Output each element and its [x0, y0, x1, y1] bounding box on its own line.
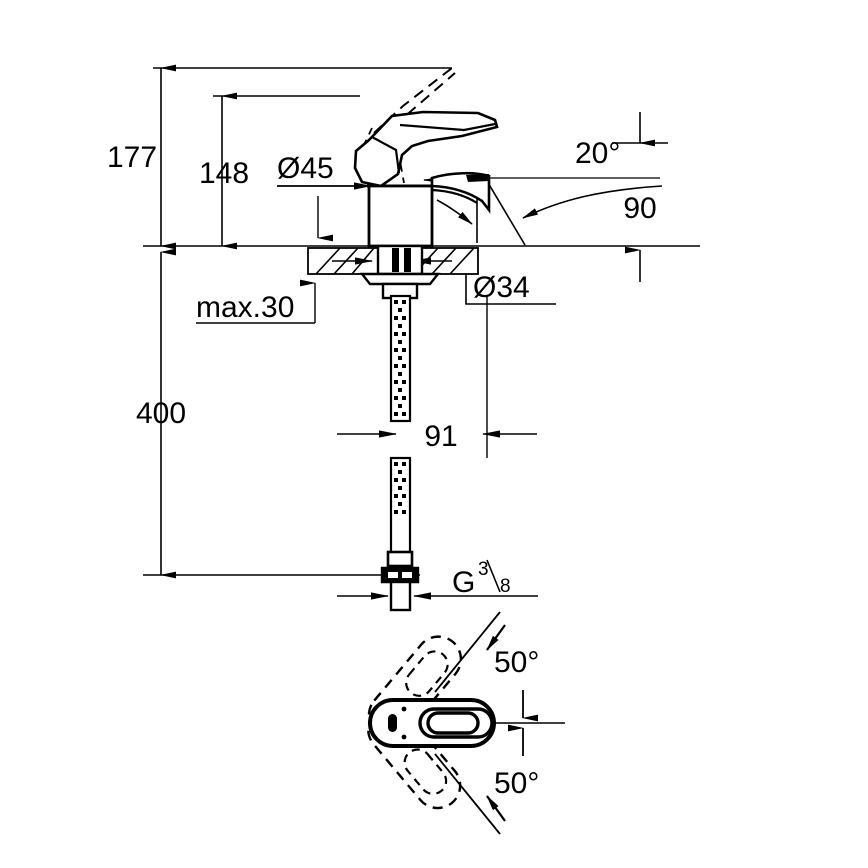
plan-angle-leg-upper	[434, 611, 501, 693]
thread-label-letter: G	[452, 566, 475, 599]
body-column	[367, 184, 434, 248]
leader-curve-spout	[436, 199, 473, 225]
plan-angle-arrow-lower	[486, 795, 506, 822]
deck-thickness-callout-group: max.30	[196, 279, 316, 324]
lever-top-edge	[399, 122, 496, 132]
spout-reach-91-group: 91	[337, 296, 537, 458]
dimension-label-148: 148	[199, 157, 249, 190]
plan-angle-label-upper: 50°	[494, 646, 539, 679]
plan-angle-leg-lower	[434, 753, 501, 835]
stem-slot-left	[392, 248, 399, 272]
dimension-label-91: 91	[424, 420, 457, 453]
coupling-facet-left	[388, 572, 398, 578]
hose-braid-upper	[394, 300, 406, 416]
plan-angle-arrow-upper	[486, 624, 506, 651]
angle-leg-20deg	[483, 175, 526, 246]
vertical-dimension-group: 177 148 400	[107, 64, 700, 579]
lever-inner-edge	[371, 136, 401, 174]
deck-hole-stem	[376, 244, 424, 276]
spout-inner-curve	[431, 188, 478, 204]
mounting-washer	[359, 272, 441, 286]
spout-aerator	[466, 174, 489, 182]
dimension-label-20deg: 20°	[575, 137, 620, 170]
plan-angle-label-lower: 50°	[494, 767, 539, 800]
stem-slot-right	[404, 248, 411, 272]
thread-label-denominator: 8	[500, 576, 511, 597]
hose-coupling-upper	[386, 550, 414, 568]
dimension-label-diameter-45: Ø45	[277, 152, 334, 185]
plan-outlet-dashed-up	[405, 650, 449, 697]
spout-profile	[430, 171, 491, 214]
plan-fixing-dot-top	[401, 706, 407, 712]
hose-coupling-nut	[380, 566, 420, 584]
dimension-label-diameter-34: Ø34	[473, 271, 530, 304]
thread-label-numerator: 3	[478, 559, 489, 580]
dimension-label-400: 400	[136, 397, 186, 430]
plan-fixing-dot-bottom	[401, 734, 407, 740]
dimension-label-max30: max.30	[196, 291, 294, 324]
lever-raised-dashed	[373, 67, 453, 134]
plan-outlet-dashed-down	[403, 748, 448, 795]
hose-braid-lower	[394, 462, 406, 514]
leader-curve-20deg	[522, 185, 663, 219]
diameter-34-callout-group: Ø34	[465, 266, 556, 305]
dimension-label-90: 90	[623, 192, 656, 225]
lever-raised-dashed-lower	[380, 72, 456, 140]
dimension-label-177: 177	[107, 141, 157, 174]
coupling-facet-right	[402, 572, 412, 578]
plan-view-group: 50° 50°	[367, 611, 565, 835]
thread-fraction-slash	[486, 559, 501, 593]
leader-line-diameter-34	[465, 266, 556, 305]
faucet-elevation-group	[307, 67, 499, 612]
thread-tail	[389, 580, 412, 612]
plan-aerator	[426, 711, 480, 735]
plan-lever-slot	[388, 714, 397, 732]
outlet-height-90-group: 90	[612, 112, 668, 282]
thread-size-callout-group: G 3 8	[337, 559, 538, 600]
